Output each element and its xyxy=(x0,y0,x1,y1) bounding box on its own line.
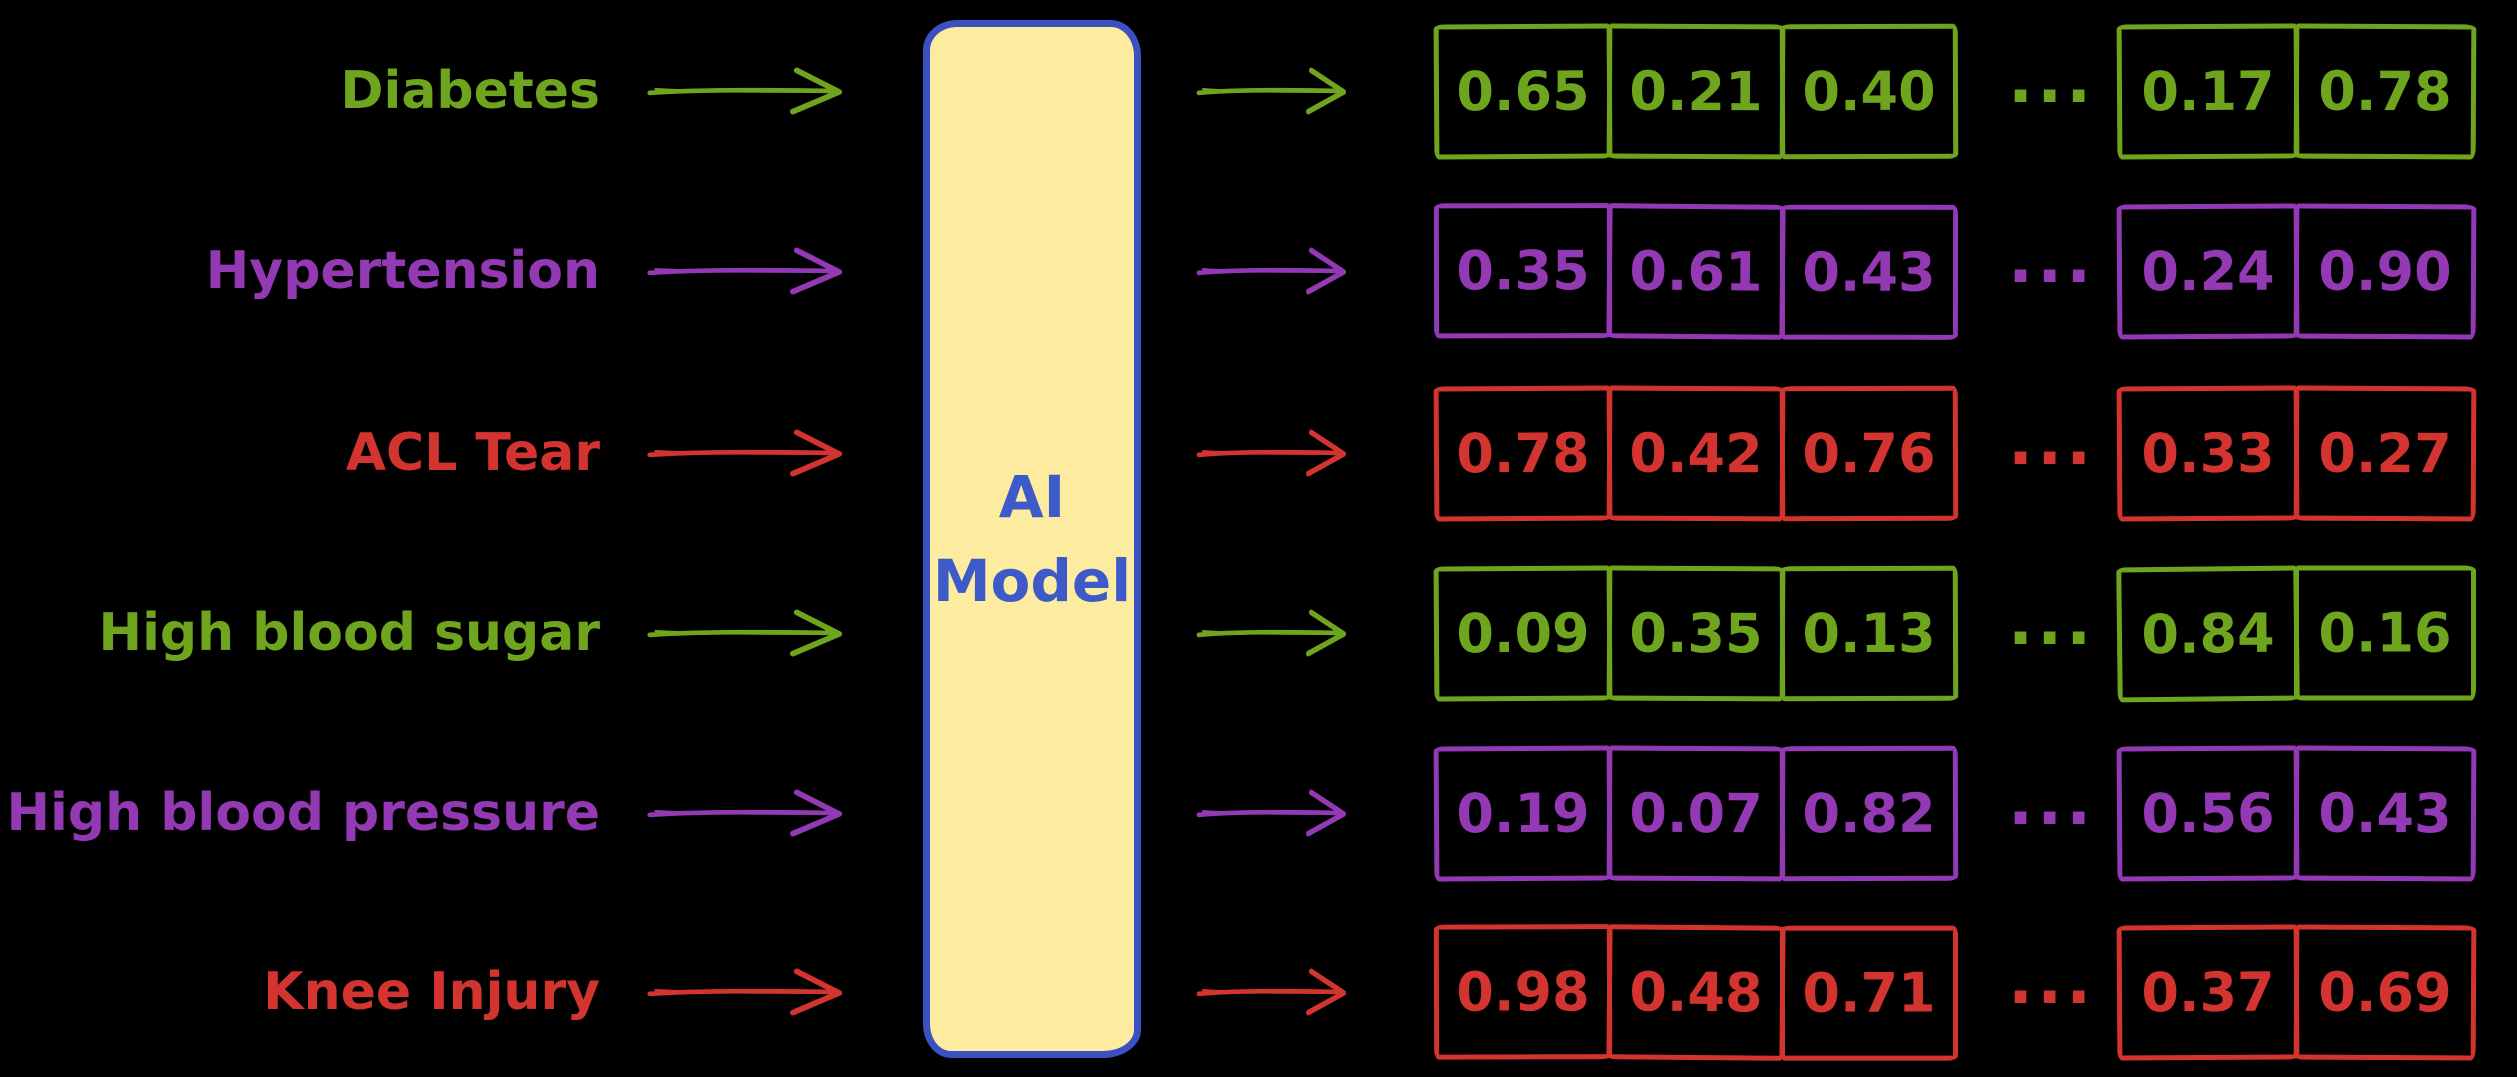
vector-cell: 0.61 xyxy=(1606,203,1786,340)
arrow-right-icon xyxy=(647,429,843,477)
vector-cell: 0.71 xyxy=(1779,925,1958,1061)
arrow-right-icon xyxy=(647,247,843,295)
vector-cell: 0.35 xyxy=(1606,565,1786,702)
vector-cell: 0.13 xyxy=(1779,565,1959,702)
input-term-label: Diabetes xyxy=(340,61,600,121)
vector-cell: 0.82 xyxy=(1779,745,1959,882)
vector-cell: 0.07 xyxy=(1606,745,1786,882)
embedding-row-knee-injury: Knee Injury 0.98 0.48 0.71 ... 0.37 0.69 xyxy=(0,924,2517,1061)
vector-cell: 0.42 xyxy=(1606,385,1786,522)
vector-cell: 0.35 xyxy=(1433,203,1613,339)
arrow-right-icon xyxy=(647,609,843,657)
vector-cell: 0.19 xyxy=(1433,745,1613,882)
vector-cell: 0.17 xyxy=(2116,23,2300,160)
vector-cell: 0.37 xyxy=(2116,924,2300,1061)
embedding-vector: 0.98 0.48 0.71 xyxy=(1433,924,1958,1061)
embedding-vector-tail: 0.56 0.43 xyxy=(2116,745,2477,882)
ellipsis: ... xyxy=(2008,41,2096,118)
embedding-vector: 0.35 0.61 0.43 xyxy=(1433,203,1959,340)
ellipsis: ... xyxy=(2008,942,2096,1019)
arrow-right-icon xyxy=(1196,429,1347,477)
vector-cell: 0.33 xyxy=(2116,385,2300,522)
ellipsis: ... xyxy=(2008,403,2096,480)
embedding-vector-tail: 0.37 0.69 xyxy=(2116,924,2477,1061)
arrow-right-icon xyxy=(1196,67,1347,115)
vector-cell: 0.76 xyxy=(1779,385,1959,522)
embedding-vector: 0.09 0.35 0.13 xyxy=(1433,565,1959,702)
arrow-right-icon xyxy=(647,789,843,837)
embedding-row-high-blood-pressure: High blood pressure 0.19 0.07 0.82 ... 0… xyxy=(0,745,2517,882)
embedding-row-hypertension: Hypertension 0.35 0.61 0.43 ... 0.24 0.9… xyxy=(0,203,2517,340)
embedding-vector-tail: 0.84 0.16 xyxy=(2116,565,2477,703)
vector-cell: 0.65 xyxy=(1433,23,1613,160)
ellipsis: ... xyxy=(2008,221,2096,298)
vector-cell: 0.27 xyxy=(2293,385,2477,522)
vector-cell: 0.40 xyxy=(1779,23,1959,160)
embedding-row-high-blood-sugar: High blood sugar 0.09 0.35 0.13 ... 0.84… xyxy=(0,565,2517,703)
input-term-label: High blood sugar xyxy=(98,603,600,663)
embedding-vector: 0.19 0.07 0.82 xyxy=(1433,745,1959,882)
embedding-row-acl-tear: ACL Tear 0.78 0.42 0.76 ... 0.33 0.27 xyxy=(0,385,2517,522)
vector-cell: 0.98 xyxy=(1433,924,1613,1060)
vector-cell: 0.78 xyxy=(1433,385,1613,522)
ai-model-label: AI Model xyxy=(932,462,1132,615)
embedding-vector-tail: 0.17 0.78 xyxy=(2116,23,2477,160)
vector-cell: 0.69 xyxy=(2293,924,2477,1061)
vector-cell: 0.43 xyxy=(1779,204,1959,340)
vector-cell: 0.16 xyxy=(2293,565,2476,701)
ai-model-box: AI Model xyxy=(923,20,1141,1058)
arrow-right-icon xyxy=(647,67,843,115)
vector-cell: 0.84 xyxy=(2116,565,2300,703)
input-term-label: ACL Tear xyxy=(345,423,600,483)
embedding-vector-tail: 0.24 0.90 xyxy=(2116,203,2477,340)
arrow-right-icon xyxy=(1196,789,1347,837)
input-term-label: High blood pressure xyxy=(6,783,600,843)
vector-cell: 0.90 xyxy=(2293,203,2477,340)
vector-cell: 0.21 xyxy=(1606,23,1786,160)
embedding-vector: 0.65 0.21 0.40 xyxy=(1433,23,1959,160)
vector-cell: 0.24 xyxy=(2116,203,2300,340)
arrow-right-icon xyxy=(1196,968,1347,1016)
input-term-label: Knee Injury xyxy=(263,962,600,1022)
arrow-right-icon xyxy=(1196,609,1347,657)
vector-cell: 0.48 xyxy=(1606,924,1786,1061)
arrow-right-icon xyxy=(647,968,843,1016)
input-term-label: Hypertension xyxy=(205,241,600,301)
vector-cell: 0.43 xyxy=(2293,745,2477,882)
ellipsis: ... xyxy=(2008,583,2096,660)
arrow-right-icon xyxy=(1196,247,1347,295)
ellipsis: ... xyxy=(2008,763,2096,840)
vector-cell: 0.56 xyxy=(2116,745,2300,882)
embedding-vector: 0.78 0.42 0.76 xyxy=(1433,385,1959,522)
embedding-vector-tail: 0.33 0.27 xyxy=(2116,385,2477,522)
embedding-row-diabetes: Diabetes 0.65 0.21 0.40 ... 0.17 0.78 xyxy=(0,23,2517,160)
vector-cell: 0.78 xyxy=(2293,23,2477,160)
vector-cell: 0.09 xyxy=(1433,565,1613,702)
